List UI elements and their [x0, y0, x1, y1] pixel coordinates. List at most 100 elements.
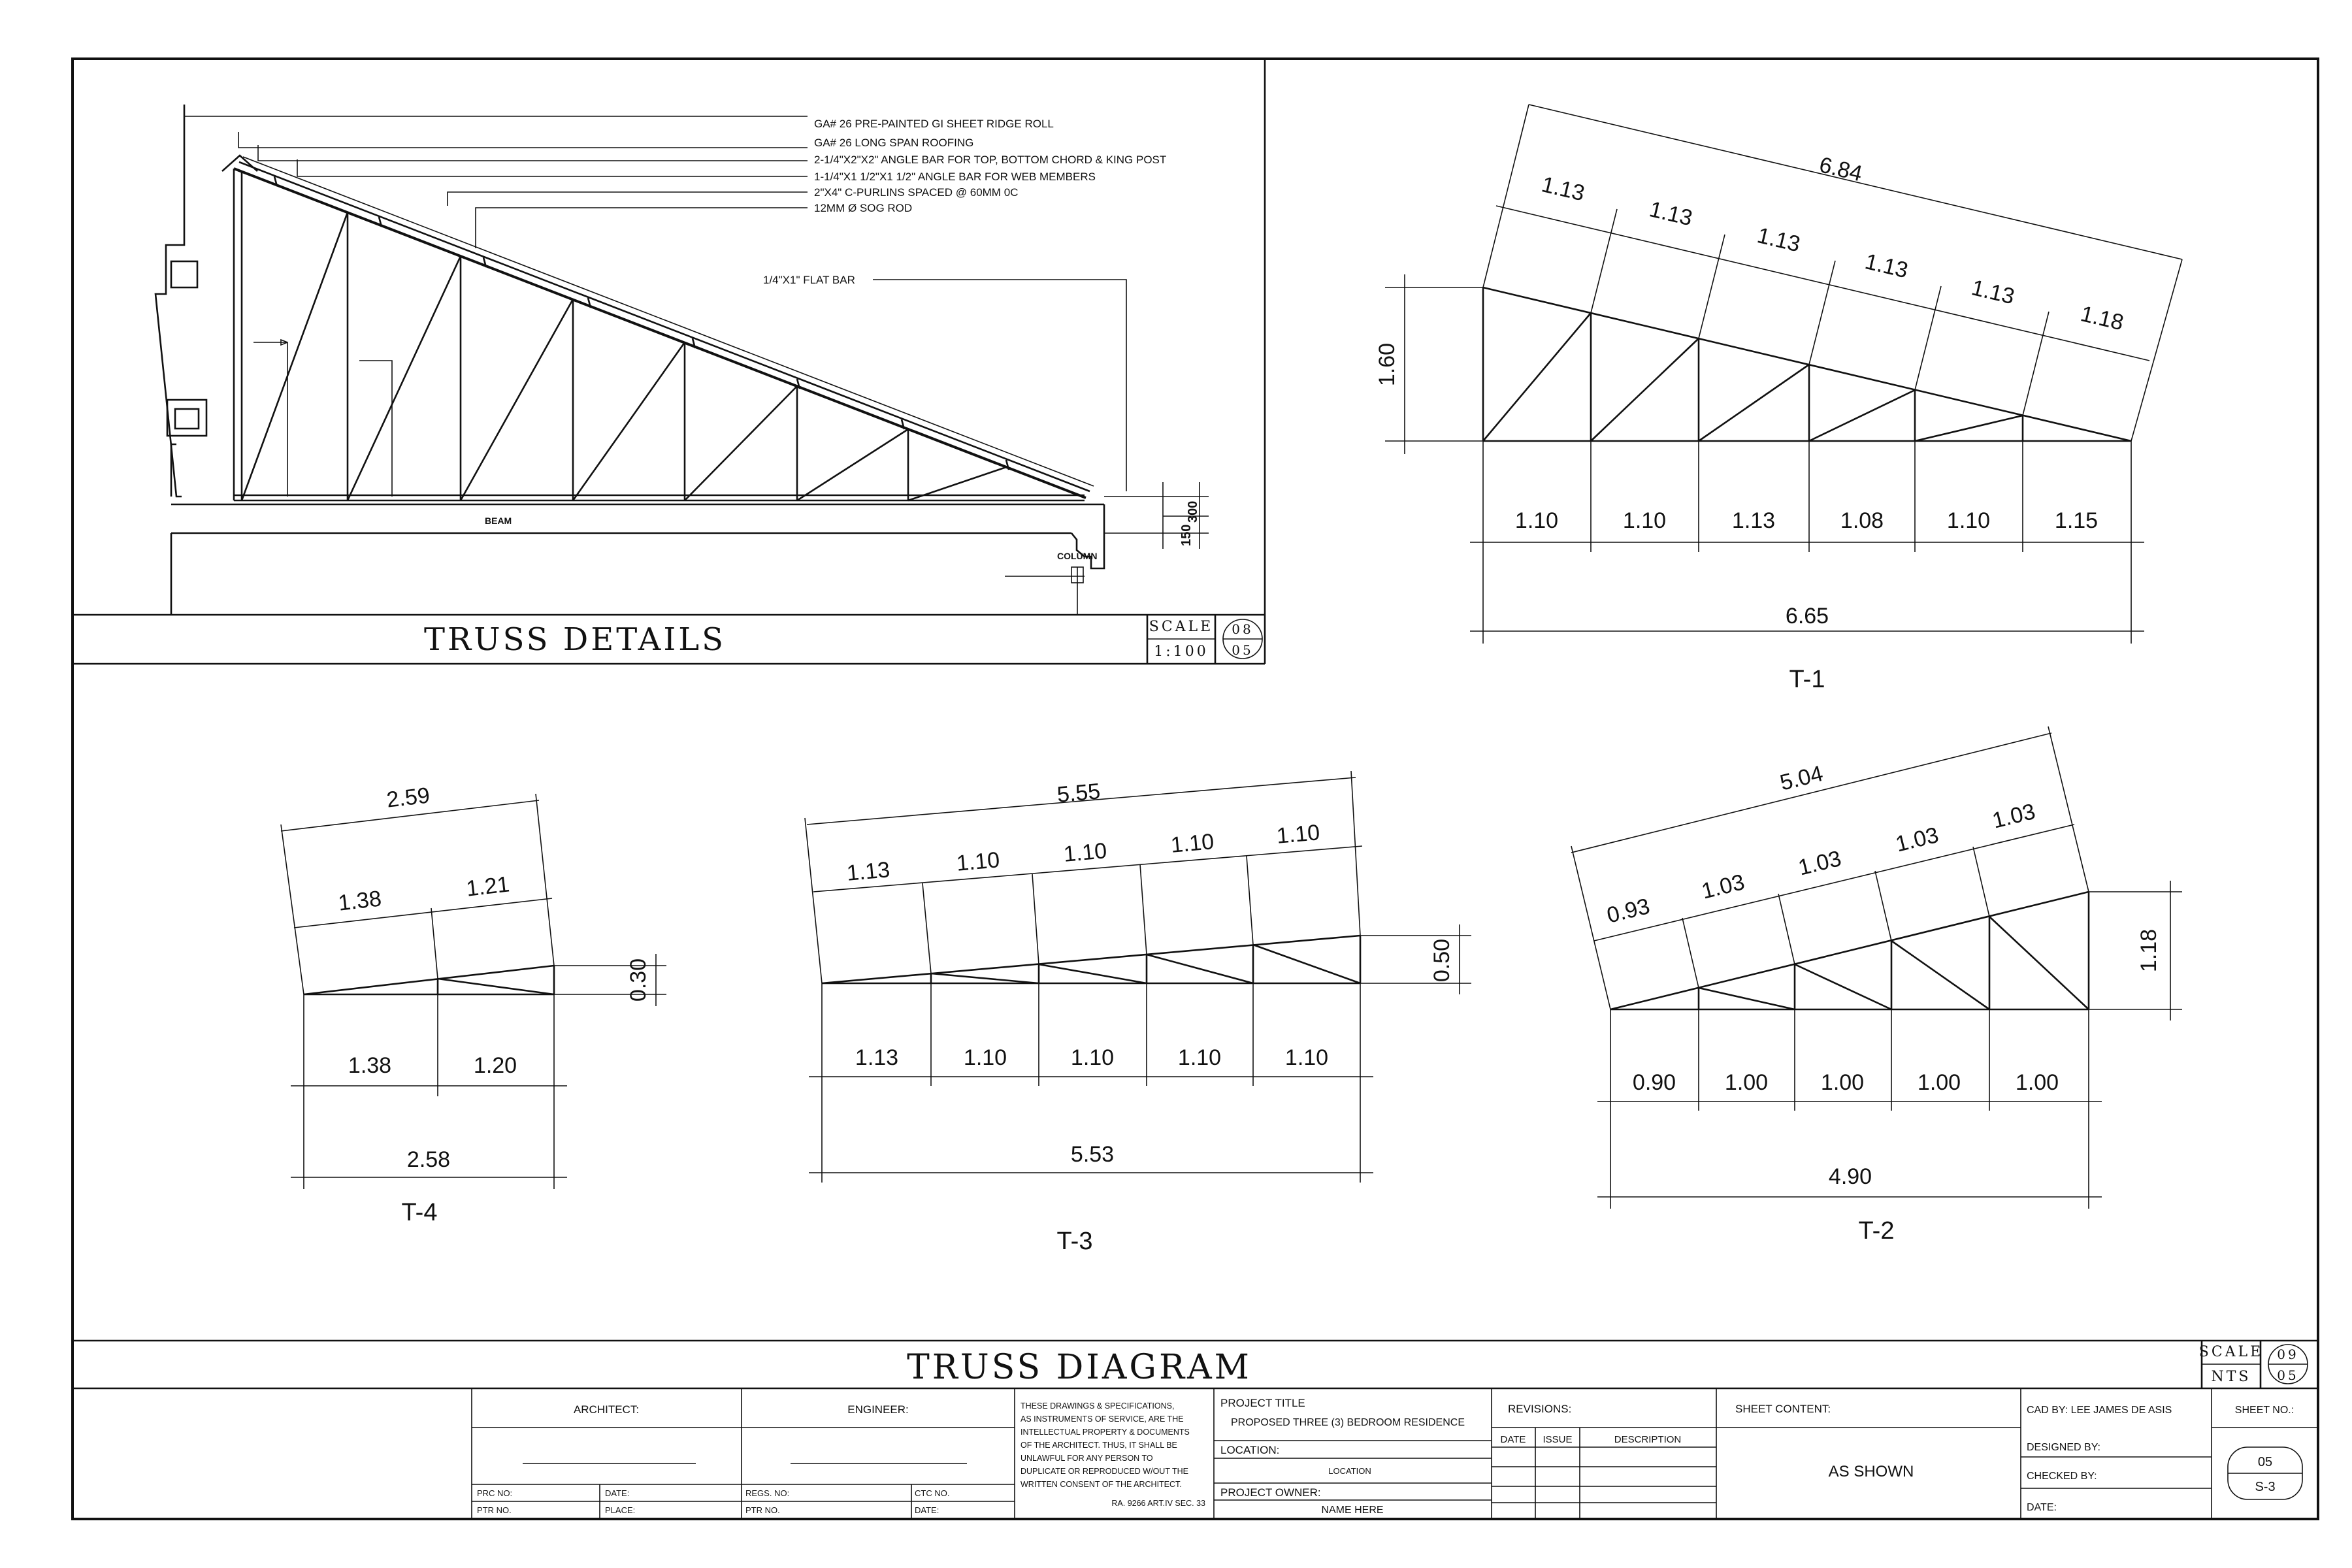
- engineer-label: ENGINEER:: [847, 1403, 909, 1416]
- details-scale-block: [1146, 615, 1263, 664]
- note-angle-bar-chord: 2-1/4"X2"X2" ANGLE BAR FOR TOP, BOTTOM C…: [814, 154, 1166, 166]
- project-title-label: PROJECT TITLE: [1220, 1397, 1305, 1409]
- diagram-scale-block: [2200, 1341, 2308, 1388]
- project-title: PROPOSED THREE (3) BEDROOM RESIDENCE: [1231, 1417, 1465, 1428]
- t2-bottom-seg-1: 0.90: [1633, 1070, 1676, 1095]
- t3-label: T-3: [1057, 1228, 1093, 1255]
- sheet-content-value: AS SHOWN: [1829, 1463, 1914, 1480]
- diagram-ref-bottom: 05: [2277, 1367, 2298, 1383]
- t1-bottom-seg-3: 1.13: [1732, 508, 1775, 533]
- disclaimer-line-2: AS INSTRUMENTS OF SERVICE, ARE THE: [1021, 1414, 1184, 1424]
- revision-date-header: DATE: [1501, 1434, 1526, 1445]
- t2-top-seg-4: 1.03: [1893, 823, 1941, 857]
- disclaimer-line-4: OF THE ARCHITECT. THUS, IT SHALL BE: [1021, 1441, 1177, 1450]
- location-label: LOCATION:: [1220, 1444, 1279, 1456]
- disclaimer-line-3: INTELLECTUAL PROPERTY & DOCUMENTS: [1021, 1428, 1190, 1437]
- t1-top-seg-1: 1.13: [1539, 172, 1587, 206]
- t1-bottom-seg-6: 1.15: [2055, 508, 2098, 533]
- title-block-grid: [471, 1388, 2318, 1519]
- t3-bottom-seg-5: 1.10: [1285, 1045, 1328, 1070]
- dim-150: 150: [1179, 525, 1194, 546]
- truss-diagram-title: TRUSS DIAGRAM: [907, 1348, 1252, 1387]
- sheet-border: [71, 57, 2319, 1520]
- t2-top-seg-5: 1.03: [1990, 799, 2038, 834]
- t4-height: 0.30: [626, 958, 651, 1002]
- t3-top-seg-4: 1.10: [1169, 829, 1215, 858]
- disclaimer-line-6: DUPLICATE OR REPRODUCED W/OUT THE: [1021, 1467, 1188, 1476]
- disclaimer-line-5: UNLAWFUL FOR ANY PERSON TO: [1021, 1454, 1153, 1463]
- label-beam: BEAM: [485, 515, 512, 526]
- architect-label: ARCHITECT:: [574, 1403, 639, 1416]
- label-column: COLUMN: [1057, 551, 1097, 561]
- t1-top-seg-4: 1.13: [1863, 249, 1910, 283]
- sheet-content-label: SHEET CONTENT:: [1735, 1403, 1831, 1415]
- note-angle-bar-web: 1-1/4"X1 1/2"X1 1/2" ANGLE BAR FOR WEB M…: [814, 171, 1096, 183]
- t3-bottom-seg-1: 1.13: [855, 1045, 898, 1070]
- t4-top-seg-1: 1.38: [337, 886, 383, 915]
- t2-bottom-seg-5: 1.00: [2016, 1070, 2059, 1095]
- t2-bottom-seg-2: 1.00: [1725, 1070, 1768, 1095]
- note-flat-bar: 1/4"X1" FLAT BAR: [763, 274, 855, 286]
- note-ridge-roll: GA# 26 PRE-PAINTED GI SHEET RIDGE ROLL: [814, 118, 1054, 130]
- t2-top-seg-3: 1.03: [1796, 846, 1844, 881]
- t1-bottom-total: 6.65: [1786, 604, 1829, 629]
- truss-t4: [280, 793, 666, 1189]
- dim-300: 300: [1186, 501, 1200, 523]
- date-label-engineer: DATE:: [915, 1505, 939, 1515]
- t3-height: 0.50: [1429, 939, 1454, 982]
- t1-bottom-seg-2: 1.10: [1623, 508, 1666, 533]
- truss-details-drawing: [154, 105, 1209, 615]
- t3-top-seg-1: 1.13: [845, 857, 890, 886]
- note-long-span-roofing: GA# 26 LONG SPAN ROOFING: [814, 137, 973, 149]
- sheet-code: S-3: [2255, 1480, 2275, 1494]
- t4-bottom-seg-2: 1.20: [474, 1053, 517, 1078]
- truss-t2: [1571, 726, 2182, 1209]
- t4-top-total: 2.59: [385, 783, 431, 812]
- t4-bottom-total: 2.58: [407, 1147, 450, 1172]
- t2-height: 1.18: [2136, 929, 2161, 972]
- regs-no-label: REGS. NO:: [745, 1488, 789, 1498]
- t2-top-total: 5.04: [1778, 761, 1825, 796]
- diagram-scale-value: NTS: [2212, 1369, 2251, 1385]
- date-label-architect: DATE:: [605, 1488, 629, 1498]
- place-label: PLACE:: [605, 1505, 635, 1515]
- prc-no-label: PRC NO:: [477, 1488, 512, 1498]
- note-sag-rod: 12MM Ø SOG ROD: [814, 202, 912, 214]
- sheet-no-label: SHEET NO.:: [2235, 1405, 2294, 1416]
- revisions-label: REVISIONS:: [1508, 1403, 1571, 1415]
- t2-top-seg-2: 1.03: [1699, 870, 1747, 904]
- revision-issue-header: ISSUE: [1543, 1434, 1572, 1445]
- t1-label: T-1: [1789, 666, 1825, 693]
- revision-description-header: DESCRIPTION: [1614, 1434, 1682, 1445]
- t2-bottom-seg-4: 1.00: [1918, 1070, 1961, 1095]
- t1-top-total: 6.84: [1817, 152, 1865, 186]
- ra-reference: RA. 9266 ART.IV SEC. 33: [1111, 1499, 1205, 1508]
- date-label-designer: DATE:: [2027, 1502, 2057, 1513]
- t1-bottom-seg-5: 1.10: [1947, 508, 1990, 533]
- truss-t1: [1385, 104, 2183, 644]
- t4-top-seg-2: 1.21: [465, 872, 511, 901]
- truss-t3: [804, 770, 1471, 1183]
- t3-top-seg-2: 1.10: [955, 847, 1000, 876]
- diagram-scale-label: SCALE: [2199, 1344, 2263, 1360]
- designed-by-label: DESIGNED BY:: [2027, 1442, 2100, 1453]
- t3-top-seg-5: 1.10: [1275, 820, 1320, 849]
- project-owner: NAME HERE: [1321, 1505, 1383, 1516]
- diagram-ref-top: 09: [2277, 1347, 2298, 1362]
- t2-bottom-total: 4.90: [1829, 1164, 1872, 1189]
- ptr-no-label-engineer: PTR NO.: [745, 1505, 780, 1515]
- disclaimer-line-1: THESE DRAWINGS & SPECIFICATIONS,: [1021, 1401, 1174, 1411]
- ptr-no-label: PTR NO.: [477, 1505, 512, 1515]
- t1-top-seg-6: 1.18: [2078, 301, 2126, 335]
- t2-bottom-seg-3: 1.00: [1821, 1070, 1864, 1095]
- t1-bottom-seg-1: 1.10: [1515, 508, 1558, 533]
- project-owner-label: PROJECT OWNER:: [1220, 1486, 1321, 1499]
- t1-top-seg-5: 1.13: [1969, 275, 2017, 309]
- location-value: LOCATION: [1328, 1466, 1371, 1476]
- t1-top-seg-3: 1.13: [1755, 223, 1803, 257]
- ctc-no-label: CTC NO.: [915, 1488, 949, 1498]
- t1-height: 1.60: [1375, 343, 1399, 386]
- t3-bottom-seg-4: 1.10: [1178, 1045, 1221, 1070]
- t3-top-total: 5.55: [1056, 779, 1101, 808]
